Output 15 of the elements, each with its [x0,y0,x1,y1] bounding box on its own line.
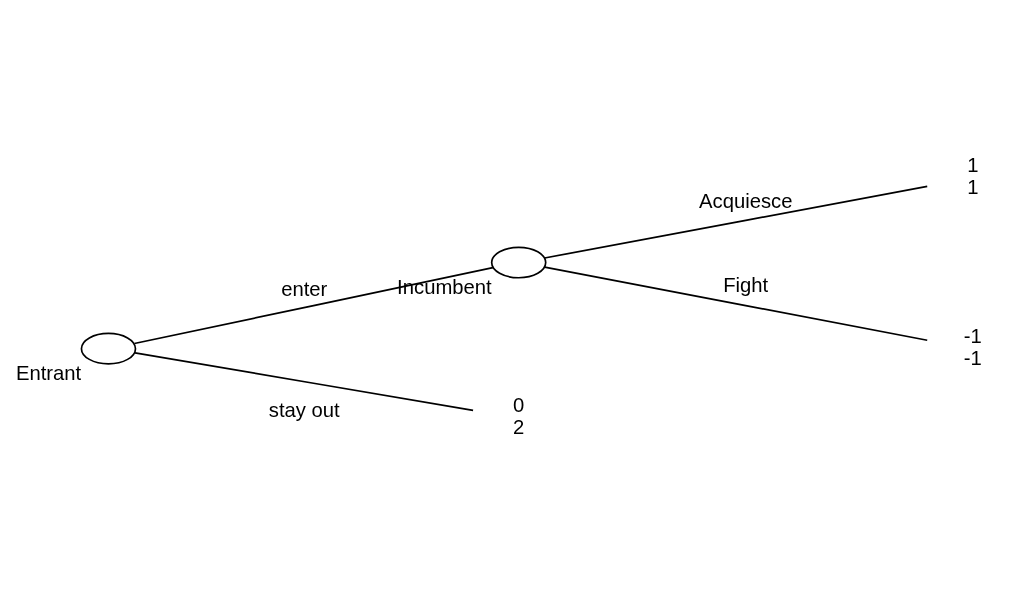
node-text: 1 1 [967,153,979,198]
edge-label: Acquiesce [699,189,793,212]
node-circle [490,246,547,279]
edge-label: Fight [723,273,769,296]
node-text: -1 -1 [963,324,982,369]
edge-label: enter [281,277,328,300]
node-label: Entrant [15,361,82,384]
edge-label: stay out [268,398,340,421]
connector [543,185,929,259]
node-circle [80,332,137,365]
connector [134,351,474,411]
node-text: 0 2 [513,393,525,438]
node-label: Incumbent [397,275,492,298]
connector [543,265,929,341]
connector [133,266,494,344]
